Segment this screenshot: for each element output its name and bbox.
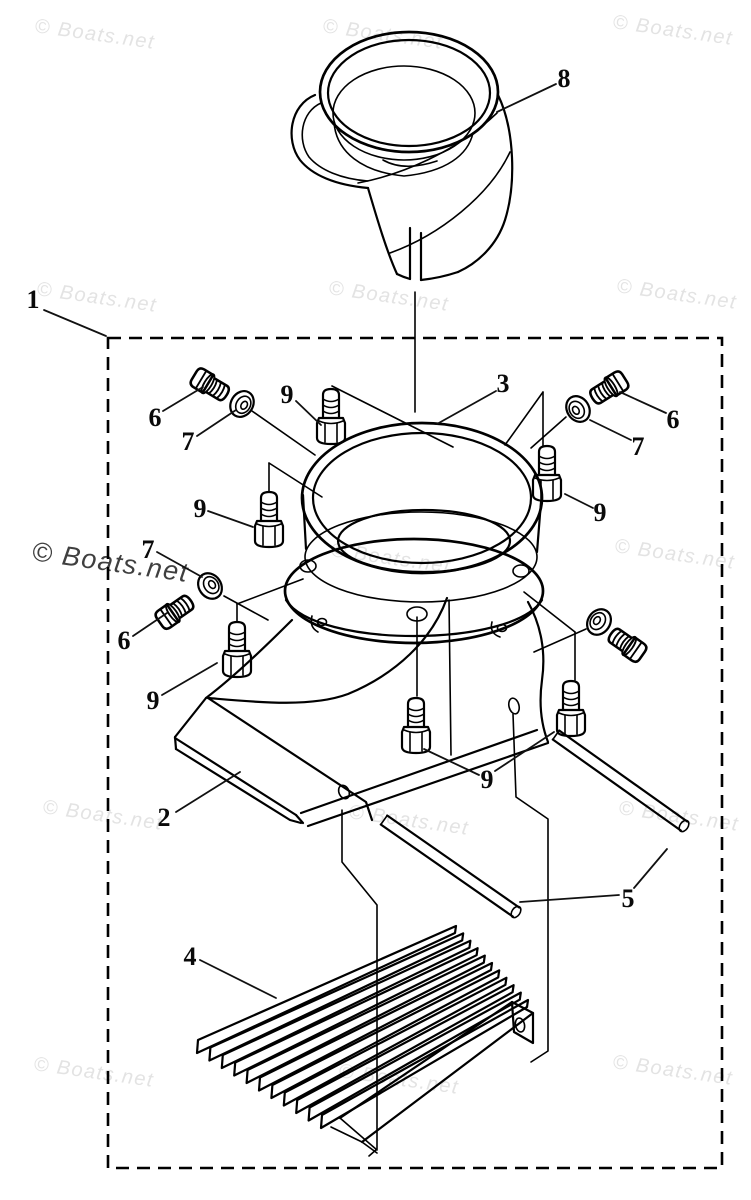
grate-slat [270, 969, 501, 1100]
grate-slat [245, 954, 486, 1085]
watermark: © Boats.net [611, 1051, 734, 1090]
callout-leader-8 [496, 83, 557, 113]
grate-slat [307, 991, 522, 1122]
callout-label-2: 2 [158, 803, 171, 832]
part-fitting-bottom-center [400, 696, 432, 755]
grate-slat [220, 939, 472, 1070]
grate-slat [282, 976, 508, 1107]
grate-slat [257, 961, 494, 1092]
callout-label-6: 6 [149, 403, 162, 432]
callout-leader-6 [619, 391, 667, 414]
watermark-layer: © Boats.net © Boats.net © Boats.net © Boats… [30, 11, 740, 1099]
part-bolt-top-right [585, 367, 632, 409]
callout-label-9: 9 [281, 380, 294, 409]
part-fitting-top-right [531, 444, 563, 503]
watermark: © Boats.net [33, 15, 156, 54]
part-washer-mid-left [192, 567, 228, 605]
grate-slat [195, 924, 458, 1055]
part-washer-top-left [224, 385, 260, 423]
watermark: © Boats.net [41, 796, 164, 835]
part-fitting-lower-left [221, 620, 253, 679]
part-fitting-bottom-right [555, 679, 587, 738]
watermark: © Boats.net [613, 535, 736, 574]
part-impeller-housing [283, 421, 545, 645]
callout-label-9: 9 [194, 494, 207, 523]
callout-label-5: 5 [622, 884, 635, 913]
part-housing-base [173, 596, 550, 828]
callout-leader-9 [161, 662, 218, 696]
watermark: © Boats.net [32, 1053, 155, 1092]
callout-leader-7 [156, 551, 203, 578]
callout-label-6: 6 [667, 405, 680, 434]
watermark: © Boats.net [611, 11, 734, 50]
callout-leader-5 [633, 848, 668, 889]
watermark: © Boats.net [327, 277, 450, 316]
callout-label-9: 9 [147, 686, 160, 715]
grate-slat [208, 932, 465, 1062]
callout-leader-1 [43, 309, 107, 337]
callout-label-8: 8 [558, 64, 571, 93]
watermark: © Boats.net [30, 536, 191, 588]
callout-leader-9 [494, 731, 555, 772]
watermark: © Boats.net [35, 278, 158, 317]
callout-leader-9 [423, 748, 480, 776]
grate-slat [319, 998, 530, 1130]
callout-leader-3 [436, 390, 497, 425]
part-pin-rods [379, 729, 690, 919]
part-washer-top-right [560, 390, 596, 428]
callout-label-3: 3 [497, 369, 510, 398]
callout-leader-9 [295, 400, 322, 426]
assembly-alignment-lines [223, 385, 587, 1157]
callout-label-9: 9 [594, 498, 607, 527]
grate-slat [295, 984, 515, 1115]
callout-leader-9 [207, 510, 254, 528]
part-fitting-mid-left [253, 490, 285, 549]
callout-leader-6 [162, 386, 204, 412]
part-spiral-duct [290, 30, 514, 413]
callout-label-7: 7 [182, 427, 195, 456]
callout-leader-4 [199, 959, 277, 999]
part-bolt-mid-right [603, 623, 650, 666]
part-bolt-mid-left [152, 590, 199, 633]
callout-leader-6 [132, 612, 168, 637]
callout-leader-2 [175, 771, 241, 813]
callout-label-1: 1 [27, 285, 40, 314]
assembly-boundary-dashed-box [106, 336, 724, 1170]
callout-leader-9 [564, 493, 594, 509]
callout-label-7: 7 [632, 432, 645, 461]
callout-leader-7 [196, 409, 237, 437]
callout-leader-layer [43, 83, 668, 999]
part-intake-grate [195, 924, 535, 1154]
callout-leader-5 [519, 894, 620, 903]
part-bolt-top-left [187, 364, 234, 406]
grate-slat [233, 947, 479, 1077]
callout-label-9: 9 [481, 765, 494, 794]
watermark: © Boats.net [615, 275, 738, 314]
callout-label-4: 4 [184, 942, 197, 971]
callout-label-6: 6 [118, 626, 131, 655]
part-fitting-top-left [315, 387, 347, 446]
callout-label-7: 7 [142, 535, 155, 564]
callout-leader-7 [589, 419, 632, 441]
